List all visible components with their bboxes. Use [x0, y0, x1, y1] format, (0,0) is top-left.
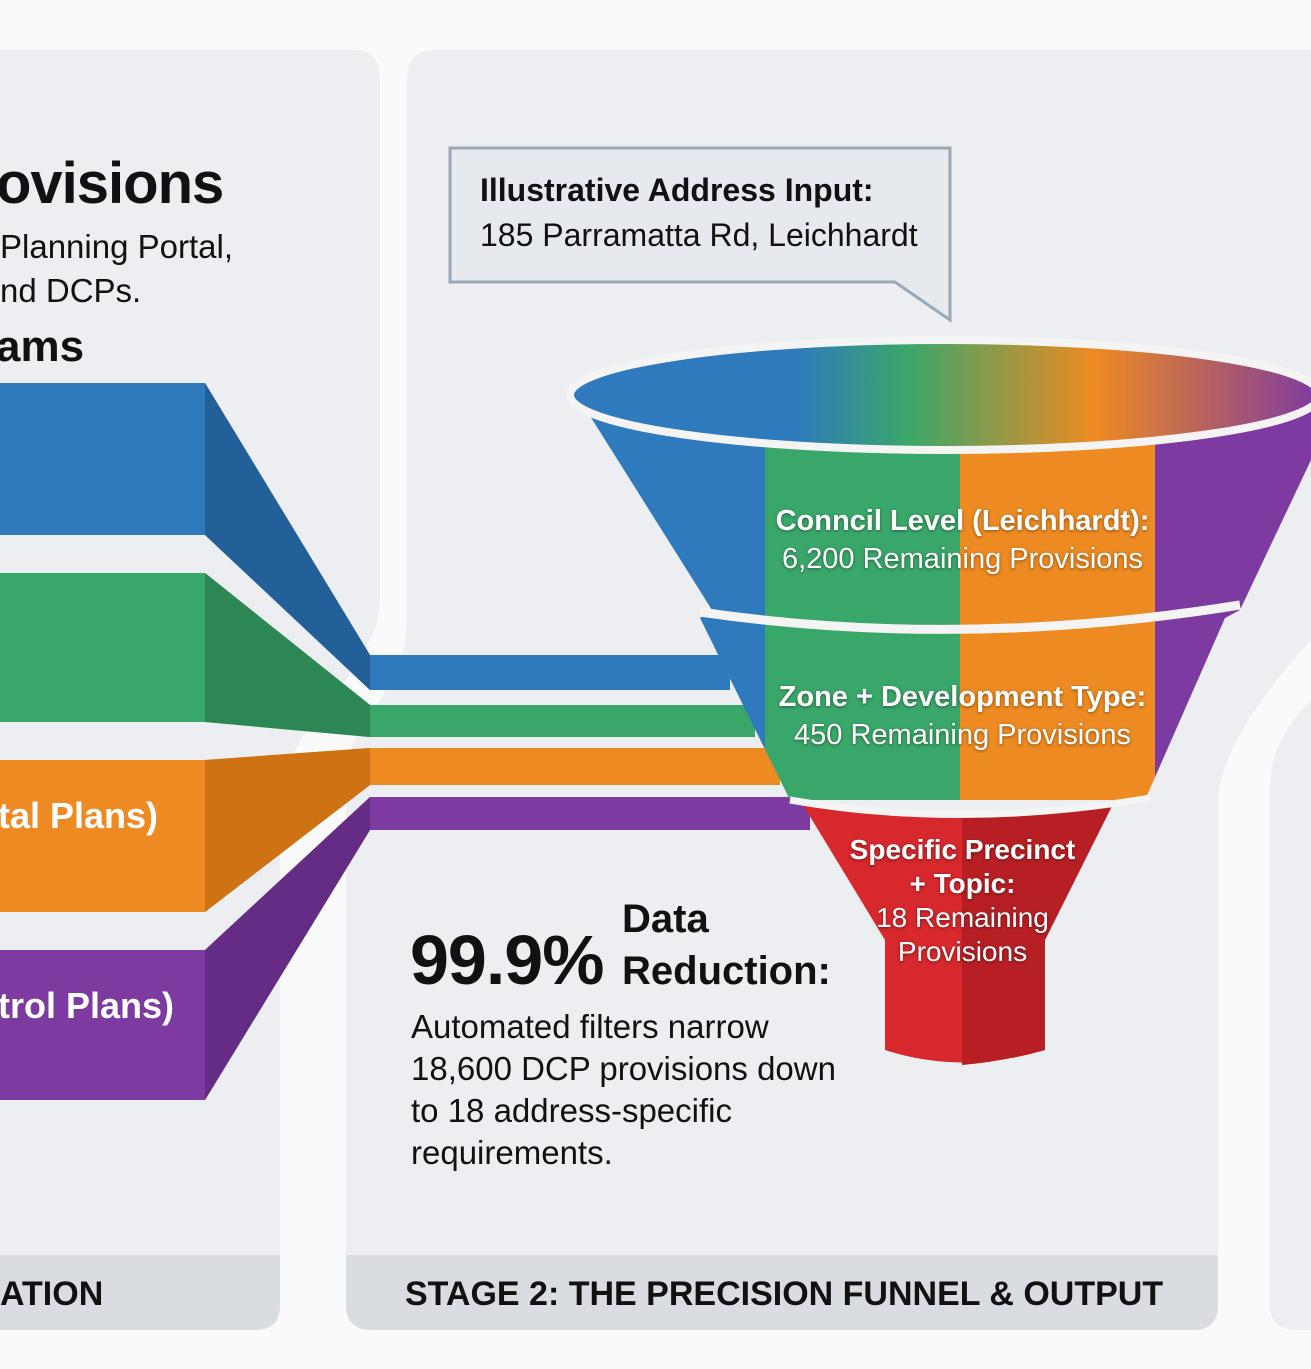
- callout-title: Illustrative Address Input:: [480, 172, 874, 208]
- funnel-level-value: 450 Remaining Provisions: [794, 719, 1131, 751]
- funnel-level-zone: Zone + Development Type: 450 Remaining P…: [760, 678, 1165, 754]
- funnel-top: [566, 336, 1311, 454]
- funnel-level-value: 6,200 Remaining Provisions: [781, 543, 1144, 575]
- reduction-label-line: Data: [622, 897, 709, 941]
- data-stream-bands: [0, 383, 810, 1100]
- subtext-line: nd DCPs.: [0, 272, 142, 309]
- stage1-streams-heading: ams: [0, 322, 85, 371]
- funnel-level-value: 18 Remaining: [876, 902, 1049, 933]
- stage1-footer-bar: [0, 1255, 280, 1330]
- reduction-label: Data Reduction:: [622, 893, 831, 997]
- funnel-level-title: Zone + Development Type:: [778, 681, 1147, 713]
- reduction-stat: 99.9%: [410, 921, 604, 999]
- funnel-level-title: Specific Precinct: [849, 834, 1076, 865]
- band-purple: [0, 797, 810, 1100]
- band-label-purple: trol Plans): [0, 985, 175, 1026]
- funnel-level-title: + Topic:: [909, 868, 1016, 899]
- reduction-label-line: Reduction:: [622, 949, 831, 993]
- stage3-panel: [1270, 700, 1311, 1330]
- description-line: 18,600 DCP provisions down: [411, 1050, 836, 1087]
- funnel-level-precinct: Specific Precinct + Topic: 18 Remaining …: [830, 833, 1095, 969]
- band-green: [0, 573, 755, 737]
- stage1-heading: ovisions: [0, 151, 224, 216]
- callout-box: [448, 146, 952, 323]
- stage2-footer-bar: [346, 1255, 1218, 1330]
- address-input-callout: Illustrative Address Input: 185 Parramat…: [452, 150, 948, 280]
- stage1-footer: ATION: [0, 1275, 104, 1313]
- reduction-description: Automated filters narrow 18,600 DCP prov…: [411, 1006, 836, 1174]
- stage2-footer: STAGE 2: THE PRECISION FUNNEL & OUTPUT: [405, 1275, 1164, 1313]
- description-line: Automated filters narrow: [411, 1008, 769, 1045]
- band-orange: [0, 748, 780, 912]
- description-line: to 18 address-specific: [411, 1092, 732, 1129]
- description-line: requirements.: [411, 1134, 613, 1171]
- funnel-level-value: Provisions: [897, 936, 1028, 967]
- funnel-level-title: Conncil Level (Leichhardt):: [775, 505, 1150, 537]
- stage1-subtext: Planning Portal, nd DCPs.: [0, 225, 233, 313]
- subtext-line: Planning Portal,: [0, 228, 233, 265]
- callout-address: 185 Parramatta Rd, Leichhardt: [480, 217, 918, 253]
- band-blue: [0, 383, 730, 690]
- band-label-orange: tal Plans): [0, 795, 159, 836]
- funnel-level-council: Conncil Level (Leichhardt): 6,200 Remain…: [760, 502, 1165, 578]
